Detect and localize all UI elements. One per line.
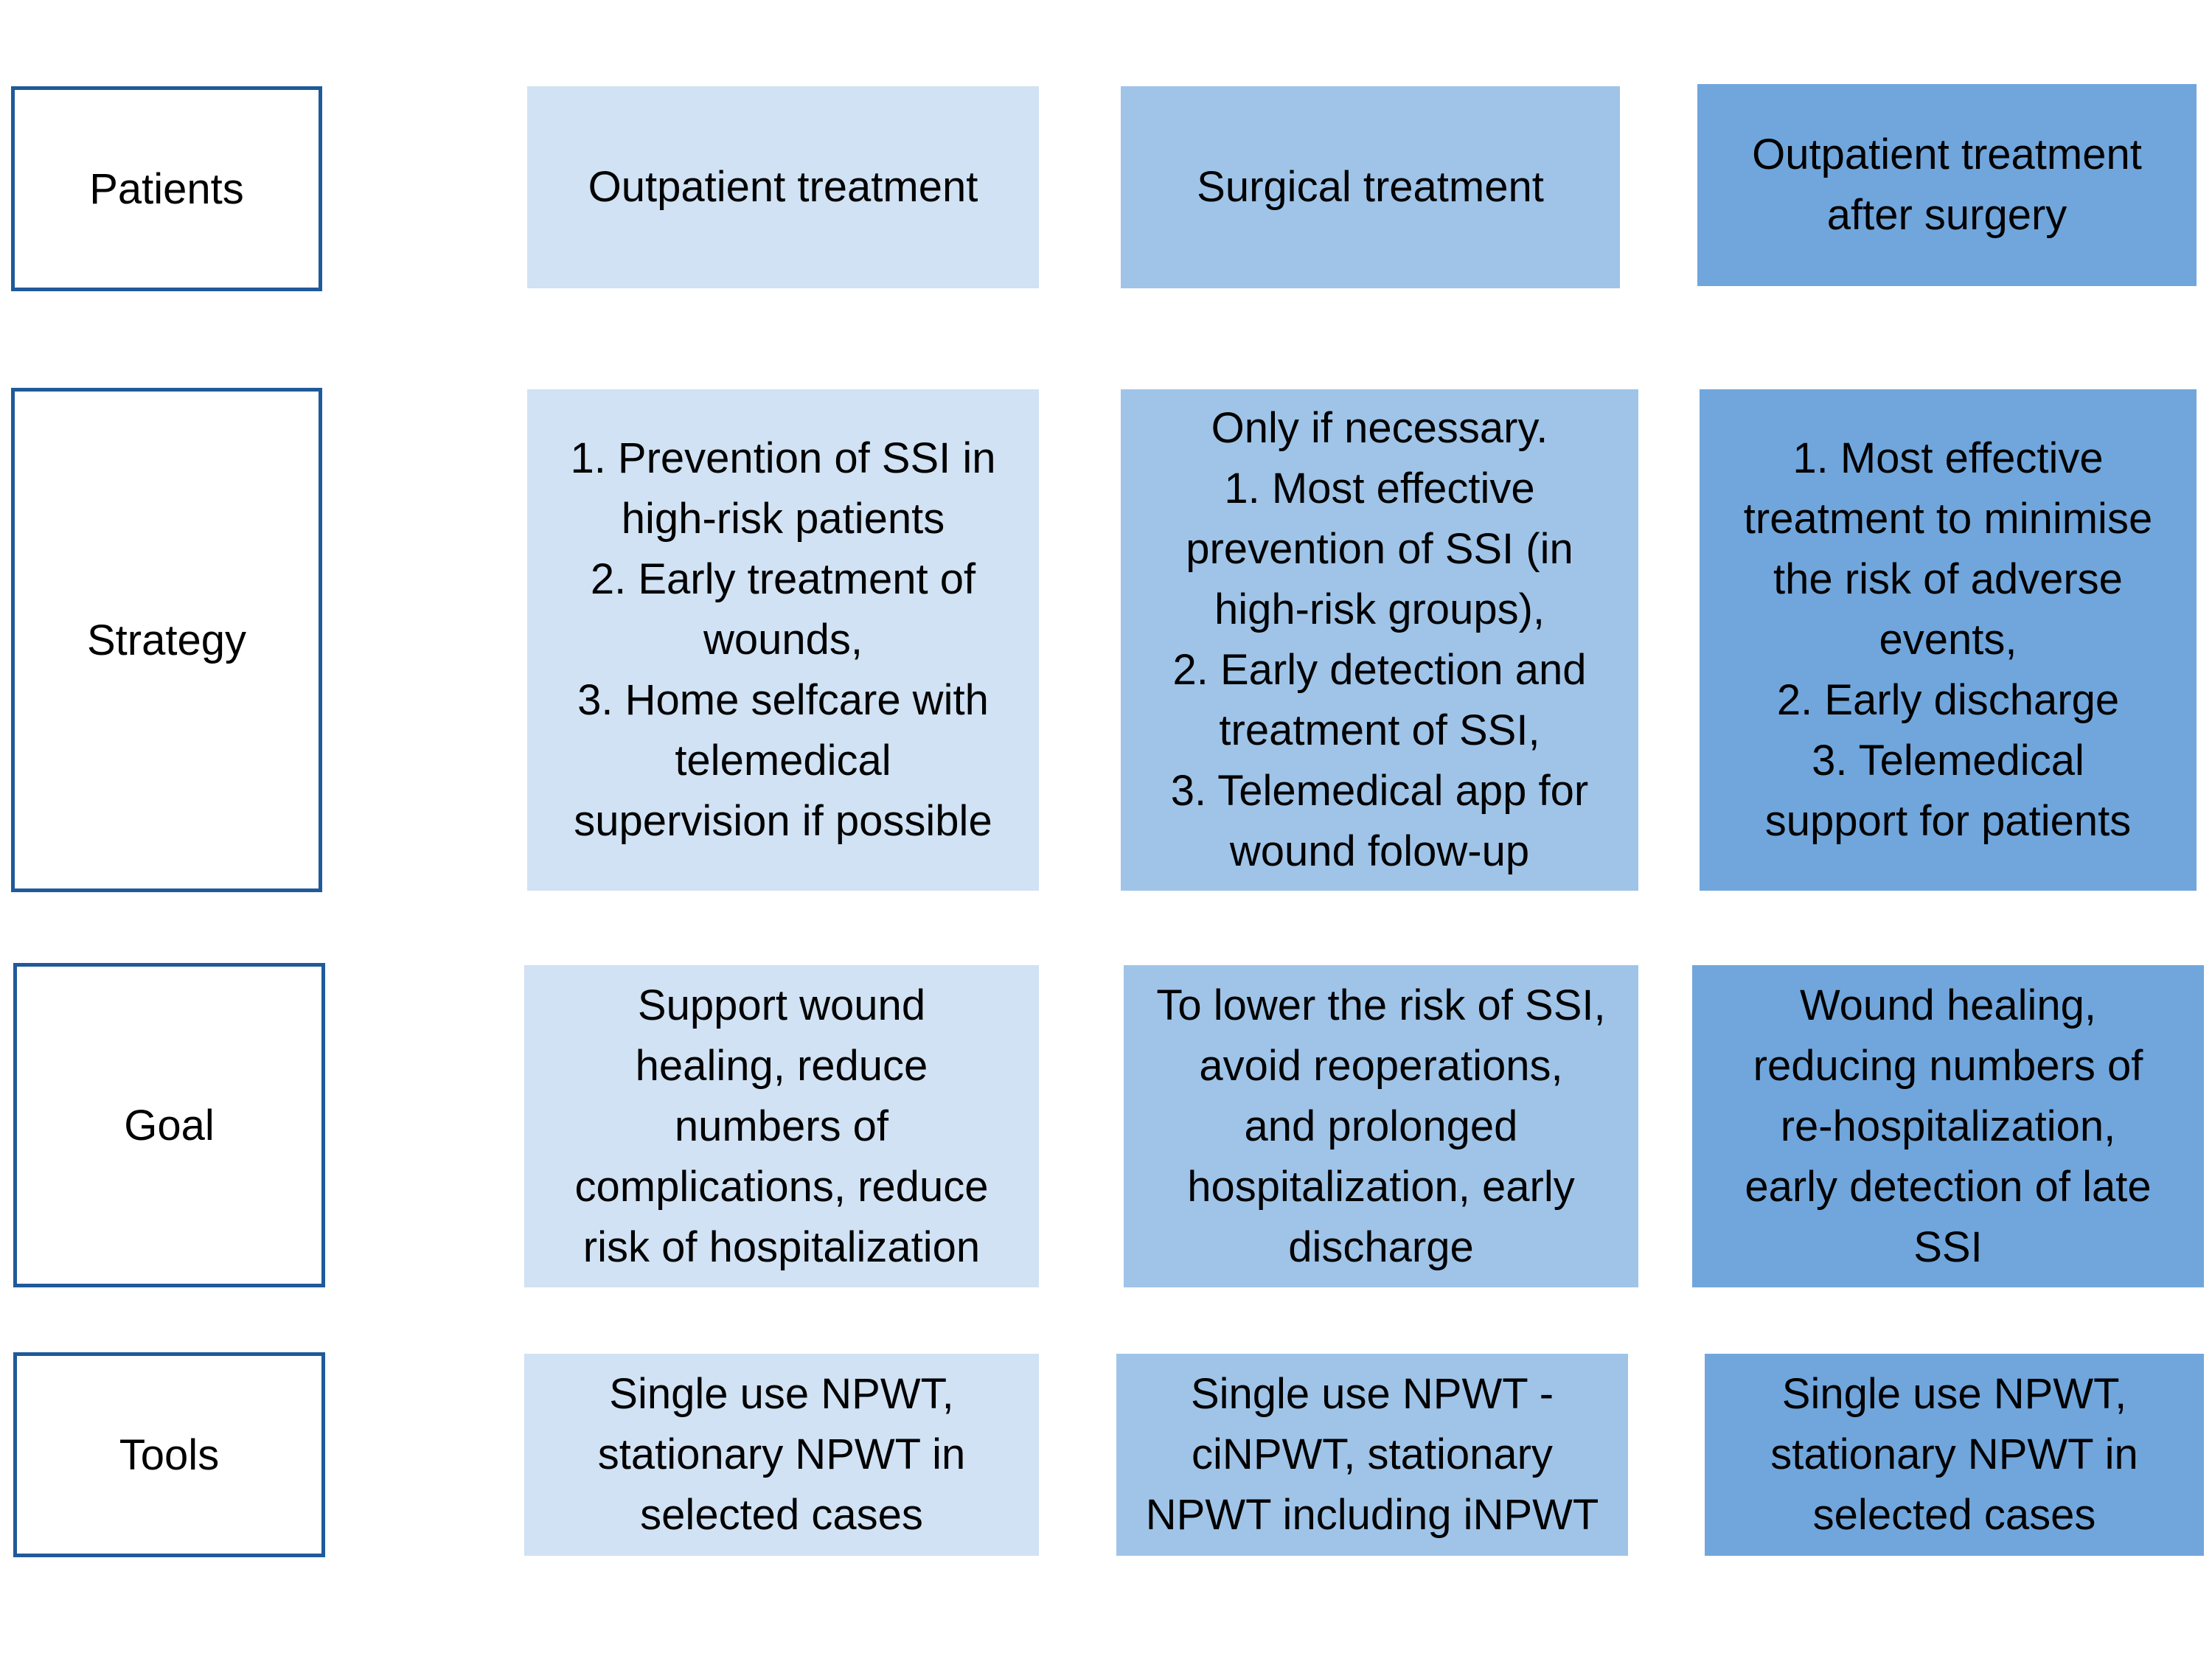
patients-after-surgery-text: Outpatient treatment after surgery: [1752, 131, 2142, 239]
goal-after-surgery-text: Wound healing, reducing numbers of re-ho…: [1745, 981, 2152, 1271]
patients-outpatient-box: Outpatient treatment: [527, 86, 1039, 288]
goal-outpatient-text: Support wound healing, reduce numbers of…: [574, 981, 989, 1271]
goal-outpatient-box: Support wound healing, reduce numbers of…: [524, 965, 1039, 1287]
tools-outpatient-text: Single use NPWT, stationary NPWT in sele…: [597, 1370, 966, 1539]
patients-after-surgery-box: Outpatient treatment after surgery: [1697, 84, 2197, 286]
strategy-surgical-box: Only if necessary. 1. Most effective pre…: [1121, 389, 1638, 891]
strategy-surgical-text: Only if necessary. 1. Most effective pre…: [1170, 404, 1589, 875]
row-label-strategy: Strategy: [11, 388, 322, 892]
patients-outpatient-text: Outpatient treatment: [588, 163, 978, 211]
strategy-outpatient-box: 1. Prevention of SSI in high-risk patien…: [527, 389, 1039, 891]
tools-after-surgery-text: Single use NPWT, stationary NPWT in sele…: [1770, 1370, 2138, 1539]
strategy-after-surgery-box: 1. Most effective treatment to minimise …: [1700, 389, 2197, 891]
goal-surgical-text: To lower the risk of SSI, avoid reoperat…: [1156, 981, 1606, 1271]
row-label-tools: Tools: [13, 1352, 325, 1557]
strategy-outpatient-text: 1. Prevention of SSI in high-risk patien…: [570, 434, 996, 845]
strategy-after-surgery-text: 1. Most effective treatment to minimise …: [1743, 434, 2153, 845]
row-label-goal: Goal: [13, 963, 325, 1287]
tools-after-surgery-box: Single use NPWT, stationary NPWT in sele…: [1705, 1354, 2204, 1556]
row-label-strategy-text: Strategy: [87, 616, 246, 664]
row-label-patients: Patients: [11, 86, 322, 291]
tools-surgical-text: Single use NPWT - ciNPWT, stationary NPW…: [1145, 1370, 1599, 1539]
row-label-goal-text: Goal: [124, 1101, 215, 1150]
goal-surgical-box: To lower the risk of SSI, avoid reoperat…: [1124, 965, 1638, 1287]
tools-outpatient-box: Single use NPWT, stationary NPWT in sele…: [524, 1354, 1039, 1556]
row-label-patients-text: Patients: [89, 164, 244, 213]
goal-after-surgery-box: Wound healing, reducing numbers of re-ho…: [1692, 965, 2204, 1287]
patients-surgical-box: Surgical treatment: [1121, 86, 1620, 288]
tools-surgical-box: Single use NPWT - ciNPWT, stationary NPW…: [1116, 1354, 1628, 1556]
row-label-tools-text: Tools: [119, 1430, 220, 1479]
patients-surgical-text: Surgical treatment: [1197, 163, 1544, 211]
